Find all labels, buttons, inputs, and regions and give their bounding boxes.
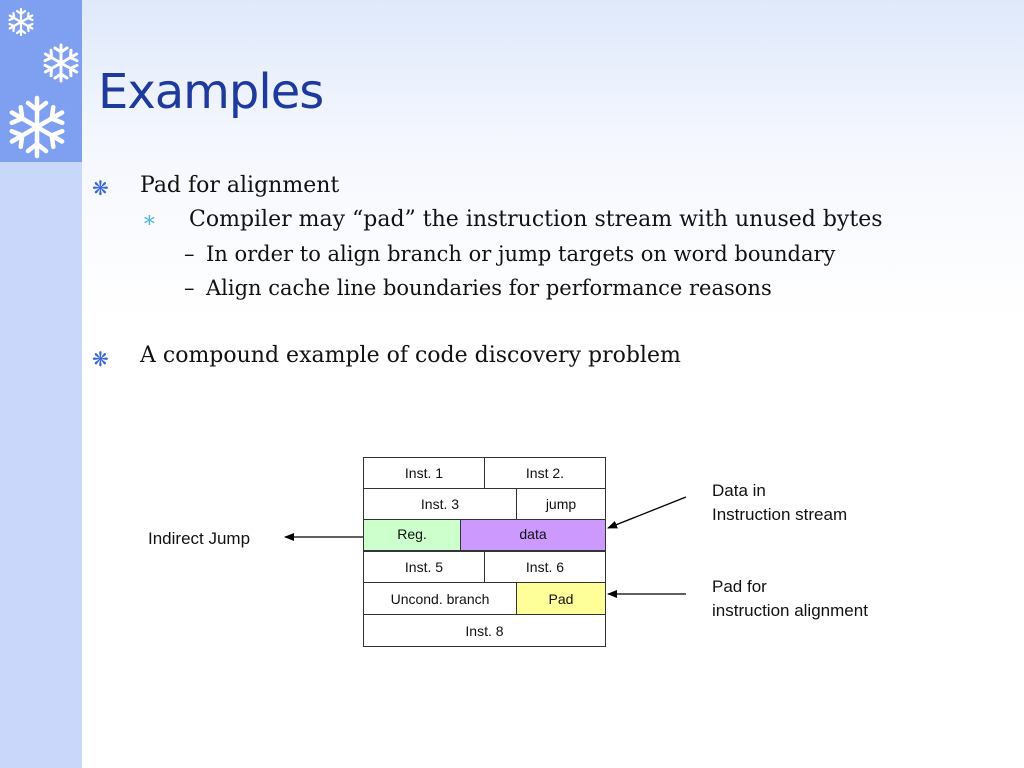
cell-inst-3: Inst. 3 (363, 488, 517, 520)
cell-inst-2: Inst 2. (484, 457, 606, 489)
sub-sub-bullet-cache-line: Align cache line boundaries for performa… (206, 276, 772, 300)
snowflake-icon (40, 43, 82, 83)
label-pad-for-alignment: Pad for instruction alignment (712, 575, 868, 623)
dash-marker: – (184, 242, 195, 266)
label-data-in-line2: Instruction stream (712, 505, 848, 524)
sub-bullet-compiler-pad: Compiler may “pad” the instruction strea… (189, 207, 883, 232)
sub-bullet-asterisk-icon: ∗ (142, 208, 157, 233)
cell-reg: Reg. (363, 519, 461, 551)
bullet-snowflake-icon: ❋ (92, 347, 109, 371)
cell-pad: Pad (516, 582, 606, 615)
cell-inst-1: Inst. 1 (363, 457, 485, 489)
cell-inst-6: Inst. 6 (484, 551, 606, 583)
sub-sub-bullet-align-branch: In order to align branch or jump targets… (206, 242, 836, 266)
label-data-in-line1: Data in (712, 481, 766, 500)
arrow-data-in-stream (607, 496, 687, 529)
label-pad-for-line2: instruction alignment (712, 601, 868, 620)
slide-title: Examples (98, 64, 324, 120)
label-indirect-jump: Indirect Jump (148, 529, 251, 548)
cell-inst-5: Inst. 5 (363, 551, 485, 583)
label-pad-for-line1: Pad for (712, 577, 767, 596)
snowflake-icon (6, 7, 36, 37)
snowflake-panel (0, 0, 82, 162)
bullet-pad-for-alignment: Pad for alignment (140, 173, 340, 198)
bullet-compound-example: A compound example of code discovery pro… (140, 343, 681, 368)
cell-inst-8: Inst. 8 (363, 614, 606, 647)
dash-marker: – (184, 276, 195, 300)
bullet-snowflake-icon: ❋ (92, 176, 109, 200)
snowflake-icon (4, 95, 70, 160)
label-data-in-stream: Data in Instruction stream (712, 479, 847, 527)
cell-data: data (460, 519, 606, 551)
